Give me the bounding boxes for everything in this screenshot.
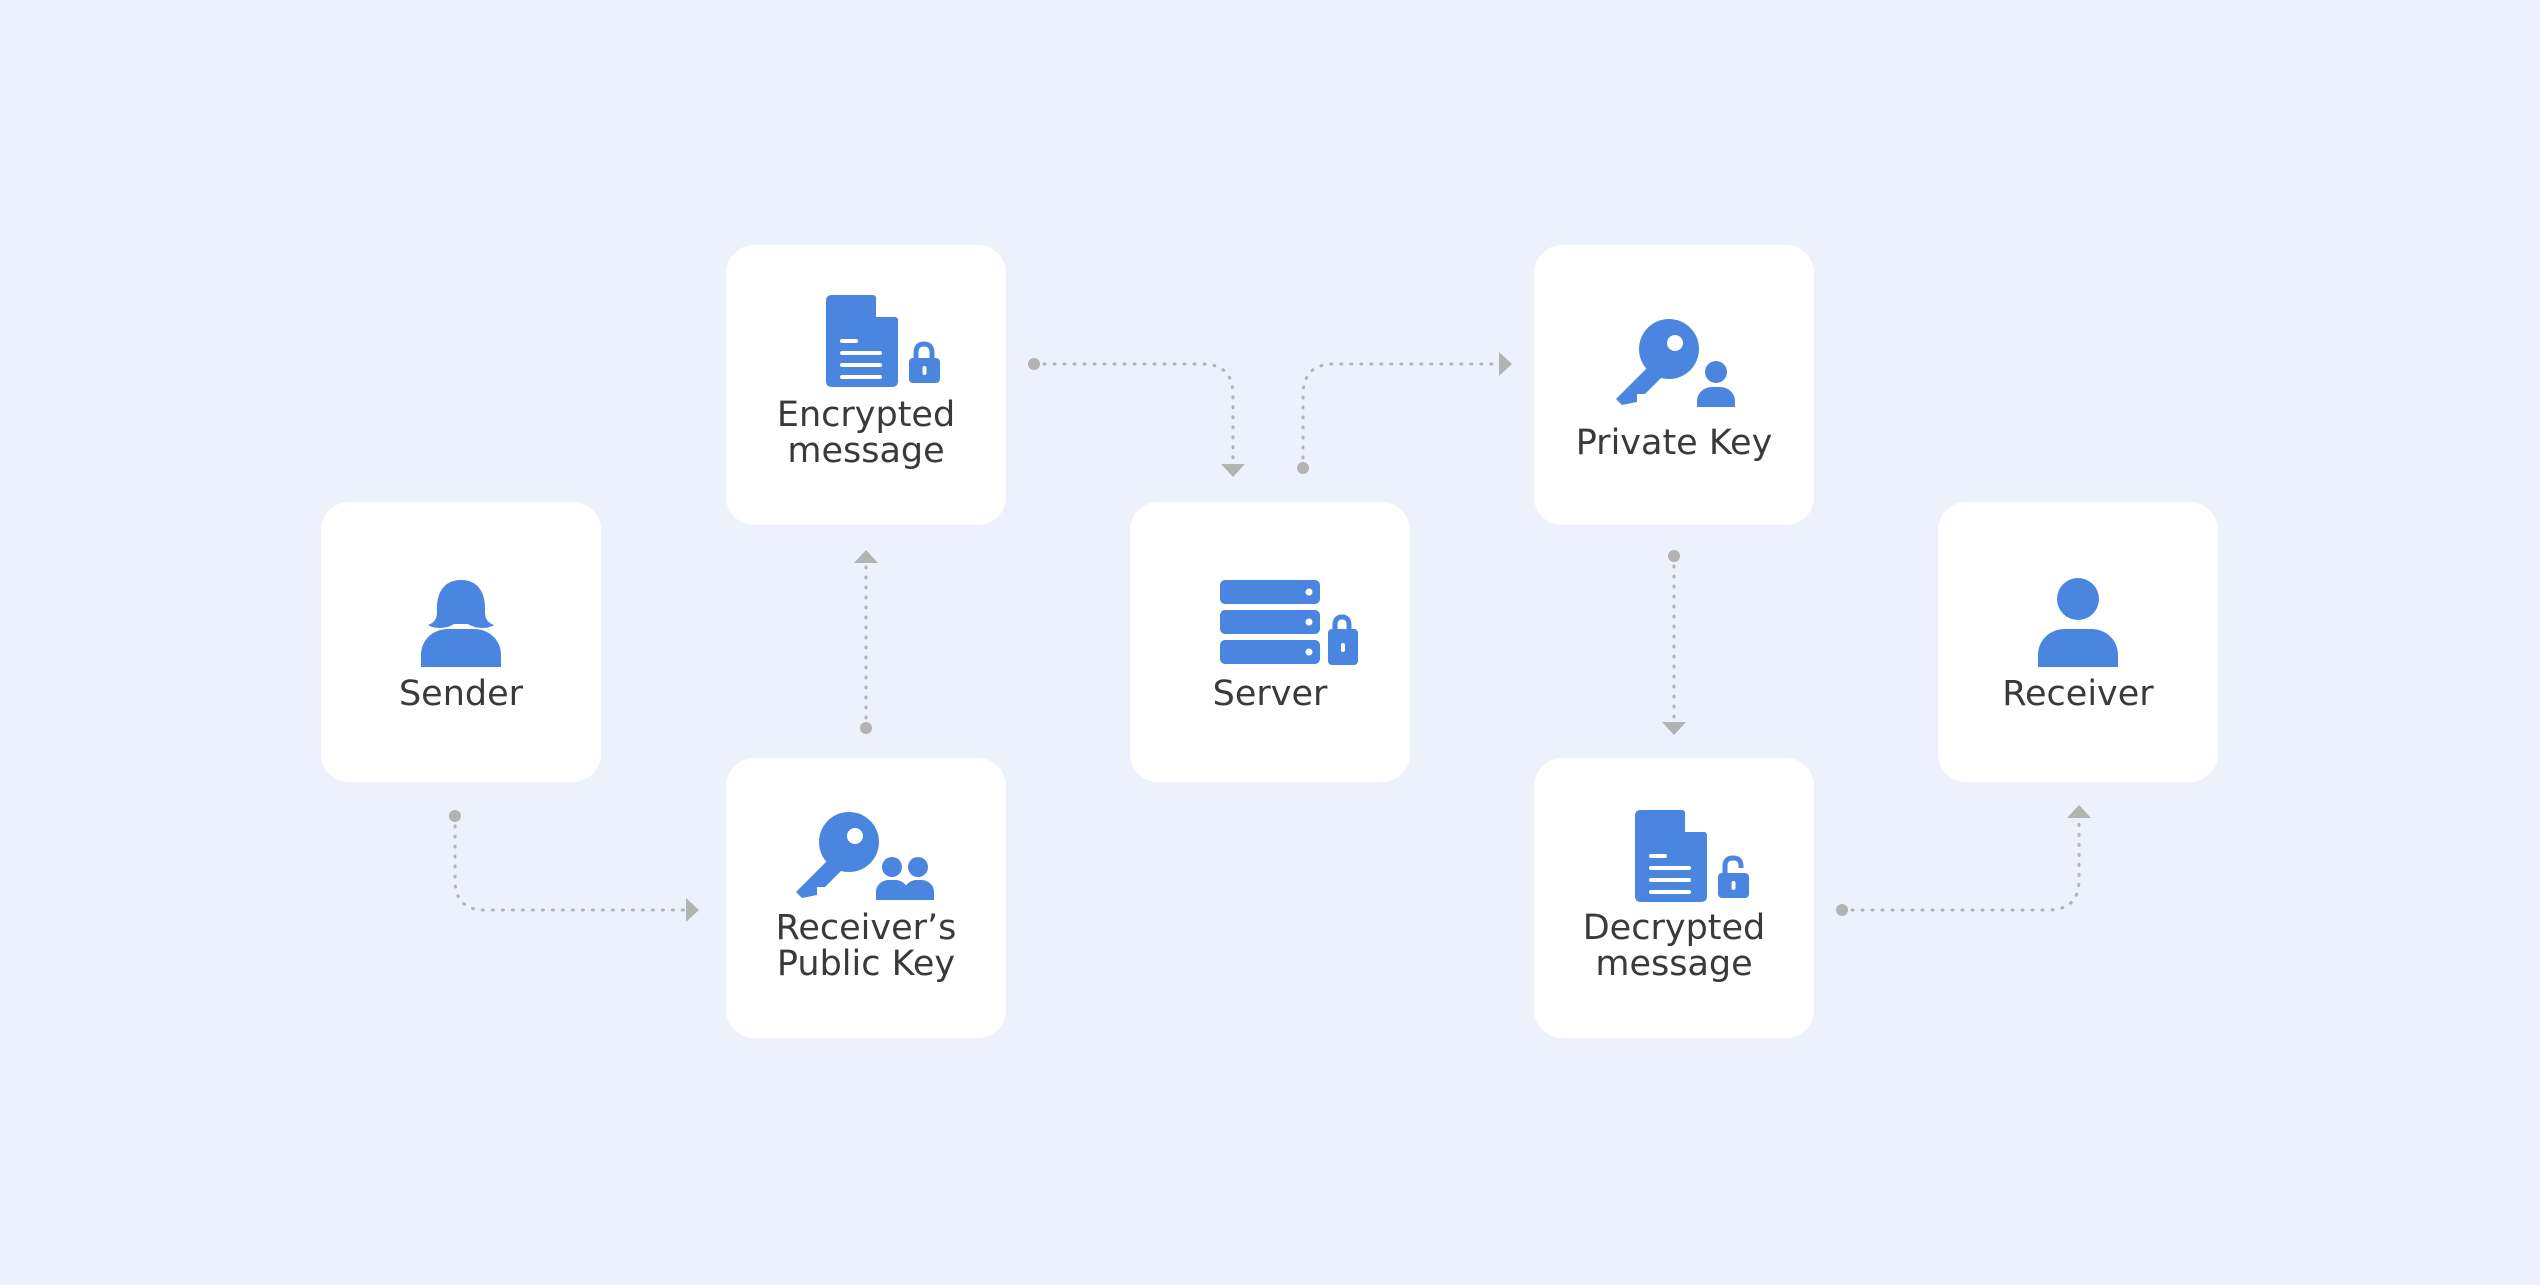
connector-start-dot xyxy=(1297,462,1309,474)
node-receiver[interactable]: Receiver xyxy=(1938,502,2218,782)
arrowhead-down xyxy=(1662,722,1686,735)
user-icon xyxy=(2038,578,2118,667)
arrowhead-up xyxy=(2067,805,2091,818)
node-label-line1: Decrypted xyxy=(1582,908,1766,948)
connector-start-dot xyxy=(1028,358,1040,370)
node-server[interactable]: Server xyxy=(1130,502,1410,782)
key-with-users-icon xyxy=(796,812,934,900)
locked-document-icon xyxy=(826,295,940,387)
female-user-icon xyxy=(421,580,501,667)
key-with-user-icon xyxy=(1616,319,1735,407)
arrowhead-right xyxy=(1499,352,1512,376)
arrowhead-right xyxy=(686,898,699,922)
connector-start-dot xyxy=(1836,904,1848,916)
node-label-line2: message xyxy=(787,431,945,471)
node-label: Sender xyxy=(398,674,524,714)
node-private-key[interactable]: Private Key xyxy=(1534,245,1814,525)
connector-server-to-private-key xyxy=(1301,362,1499,470)
connector-start-dot xyxy=(1668,550,1680,562)
node-label-line2: message xyxy=(1595,944,1753,984)
node-label-line1: Receiver’s xyxy=(775,908,957,948)
node-encrypted-message[interactable]: Encrypted message xyxy=(726,245,1006,525)
connector-decrypted-to-receiver xyxy=(1840,820,2081,912)
node-sender[interactable]: Sender xyxy=(321,502,601,782)
node-public-key[interactable]: Receiver’s Public Key xyxy=(726,758,1006,1038)
node-label: Server xyxy=(1212,674,1328,714)
connector-sender-to-public-key xyxy=(453,814,690,912)
node-label: Private Key xyxy=(1575,423,1773,463)
unlocked-document-icon xyxy=(1635,810,1749,902)
connector-start-dot xyxy=(860,722,872,734)
node-decrypted-message[interactable]: Decrypted message xyxy=(1534,758,1814,1038)
arrowhead-down xyxy=(1221,464,1245,477)
locked-server-icon xyxy=(1220,580,1358,665)
arrowhead-up xyxy=(854,550,878,563)
node-label-line2: Public Key xyxy=(776,944,956,984)
node-label: Receiver xyxy=(2002,674,2154,714)
node-label-line1: Encrypted xyxy=(776,395,956,435)
connector-start-dot xyxy=(449,810,461,822)
connector-encrypted-to-server xyxy=(1032,362,1235,460)
